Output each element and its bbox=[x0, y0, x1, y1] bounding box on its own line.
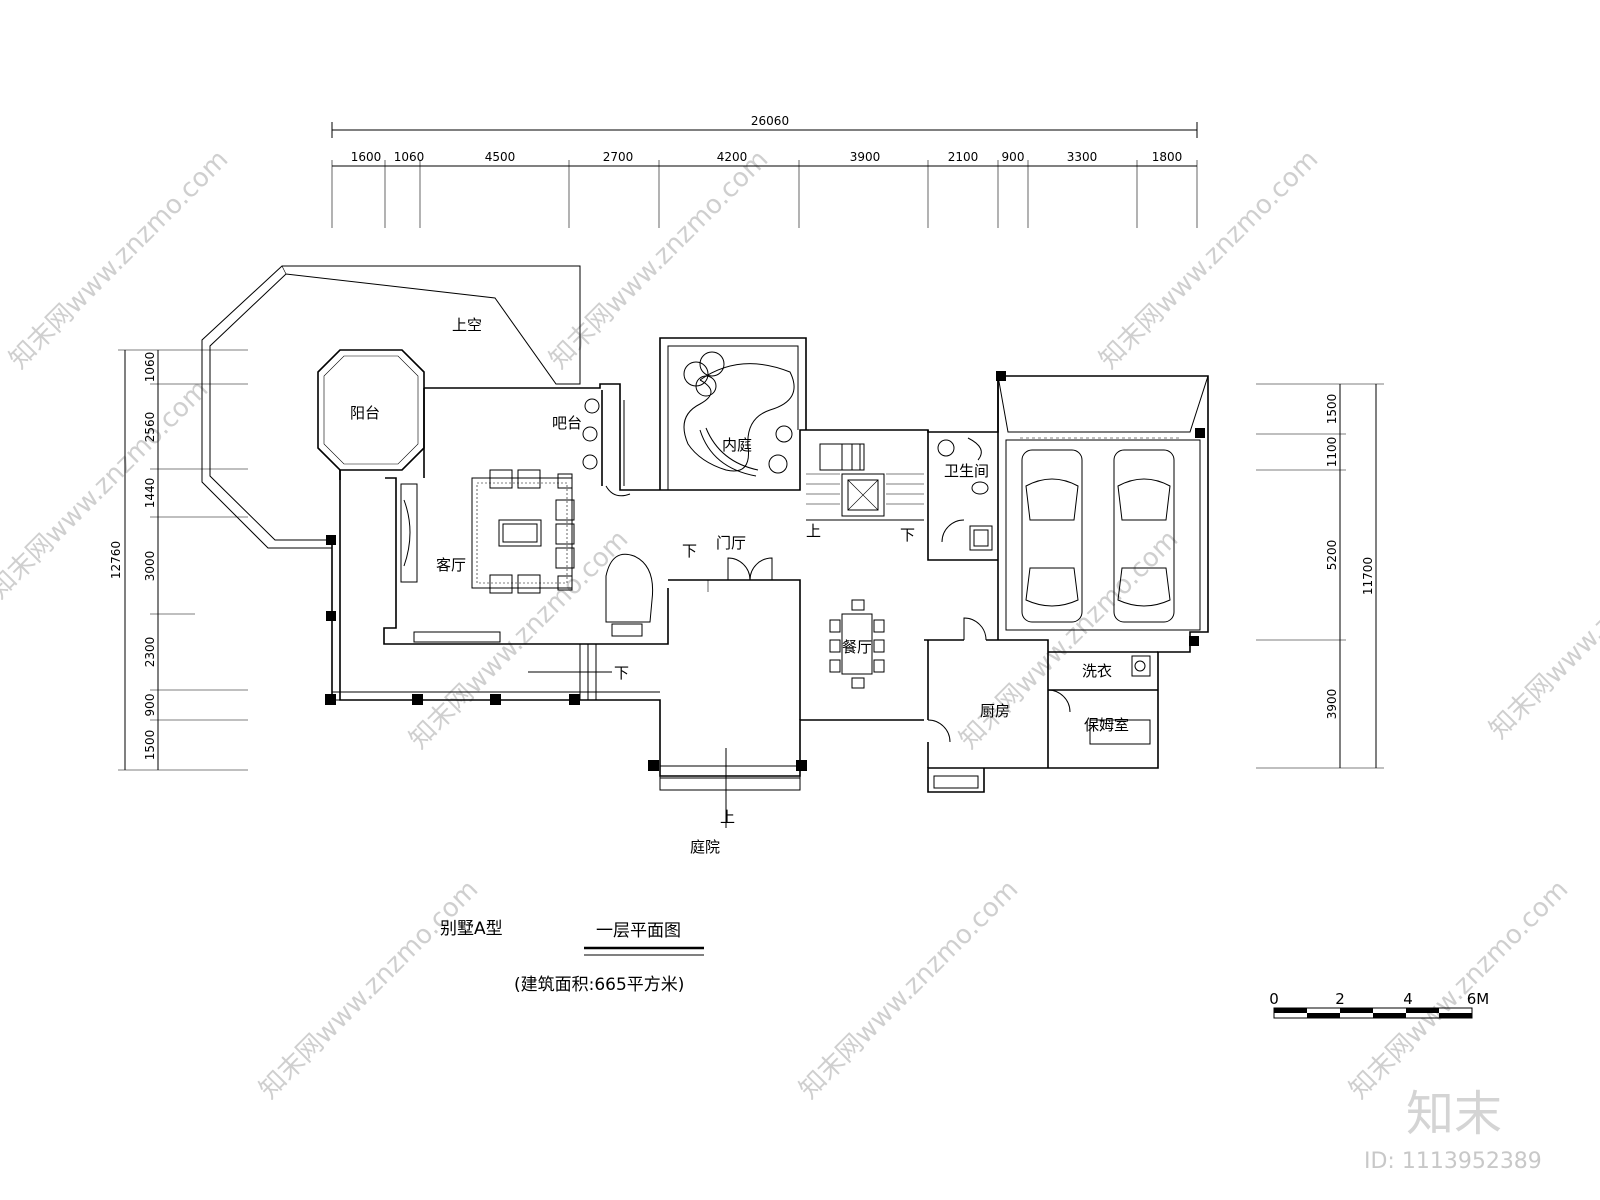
watermark: 知末网www.znzmo.com bbox=[1344, 874, 1575, 1105]
watermark: 知末网www.znzmo.com bbox=[0, 374, 214, 605]
label-stair-up: 上 bbox=[720, 808, 735, 826]
plan-title: 一层平面图 bbox=[596, 921, 681, 941]
dim-top: 1600 bbox=[351, 150, 382, 164]
label-void: 上空 bbox=[452, 316, 482, 334]
watermark: 知末网www.znzmo.com bbox=[4, 144, 235, 375]
dim-left: 2560 bbox=[143, 412, 157, 443]
dining-set bbox=[829, 599, 885, 689]
label-balcony: 阳台 bbox=[350, 404, 380, 422]
bathroom-fixtures bbox=[937, 437, 993, 551]
label-stair-down: 下 bbox=[614, 664, 629, 682]
scale-label: 0 bbox=[1269, 990, 1279, 1008]
stair-arrows bbox=[528, 671, 727, 828]
dim-left: 1060 bbox=[143, 352, 157, 383]
villa-type-title: 别墅A型 bbox=[440, 919, 503, 939]
dim-left: 1440 bbox=[143, 478, 157, 509]
area-note: (建筑面积:665平方米) bbox=[514, 975, 684, 995]
scale-label: 2 bbox=[1335, 990, 1345, 1008]
service-fixtures bbox=[927, 617, 1151, 789]
top-dimension-chain: 26060 1600 1060 4500 2700 4200 3900 2100… bbox=[331, 114, 1198, 228]
label-bath: 卫生间 bbox=[944, 462, 989, 480]
balcony-octagon bbox=[317, 349, 425, 471]
label-maid: 保姆室 bbox=[1084, 716, 1129, 734]
label-dining: 餐厅 bbox=[842, 638, 872, 656]
label-court: 内庭 bbox=[722, 436, 752, 454]
scale-bar: 0 2 4 6M bbox=[1269, 990, 1490, 1019]
dim-left: 3000 bbox=[143, 551, 157, 582]
dim-top: 3900 bbox=[850, 150, 881, 164]
watermark: 知末网www.znzmo.com bbox=[794, 874, 1025, 1105]
watermark: 知末网www.znzmo.com bbox=[254, 874, 485, 1105]
label-kitchen: 厨房 bbox=[980, 702, 1010, 720]
dim-top: 4500 bbox=[485, 150, 516, 164]
dim-right: 1100 bbox=[1325, 437, 1339, 468]
watermark: 知末网www.znzmo.com bbox=[1094, 144, 1325, 375]
label-bar: 吧台 bbox=[552, 414, 582, 432]
room-labels: 上空 阳台 吧台 客厅 内庭 门厅 卫生间 餐厅 厨房 洗衣 保姆室 庭院 下 … bbox=[350, 316, 1129, 856]
dim-top: 2700 bbox=[603, 150, 634, 164]
dim-right: 1500 bbox=[1325, 394, 1339, 425]
brand-block: 知末 ID: 1113952389 bbox=[1364, 1086, 1542, 1174]
dim-total-right: 11700 bbox=[1361, 557, 1375, 595]
image-id: ID: 1113952389 bbox=[1364, 1149, 1542, 1174]
label-stair-up: 上 bbox=[806, 522, 821, 540]
foyer-elements bbox=[707, 443, 924, 592]
dim-total-left: 12760 bbox=[109, 541, 123, 579]
left-dimension-chain: 12760 1060 2560 1440 3000 2300 900 1500 bbox=[109, 349, 248, 771]
label-living: 客厅 bbox=[436, 556, 466, 574]
brand-logo: 知末 bbox=[1406, 1086, 1502, 1142]
label-foyer: 门厅 bbox=[716, 534, 746, 552]
dim-left: 1500 bbox=[143, 730, 157, 761]
scale-label: 4 bbox=[1403, 990, 1413, 1008]
watermark: 知末网www.znzmo.com bbox=[1484, 514, 1600, 745]
dim-right: 3900 bbox=[1325, 689, 1339, 720]
living-furniture bbox=[400, 398, 654, 643]
label-stair-down: 下 bbox=[682, 542, 697, 560]
label-yard: 庭院 bbox=[690, 838, 720, 856]
label-stair-down: 下 bbox=[900, 526, 915, 544]
dim-right: 5200 bbox=[1325, 540, 1339, 571]
dim-left: 2300 bbox=[143, 637, 157, 668]
upper-void-outline bbox=[201, 265, 581, 549]
dim-top: 1060 bbox=[394, 150, 425, 164]
dim-left: 900 bbox=[143, 694, 157, 717]
drawing-titles: 别墅A型 一层平面图 (建筑面积:665平方米) bbox=[440, 919, 704, 995]
columns bbox=[325, 371, 1205, 771]
right-dimension-chain: 11700 1500 1100 5200 3900 bbox=[1256, 383, 1384, 769]
dim-top: 2100 bbox=[948, 150, 979, 164]
dim-total-top: 26060 bbox=[751, 114, 789, 128]
dim-top: 1800 bbox=[1152, 150, 1183, 164]
courtyard-garden bbox=[683, 351, 795, 477]
scale-label: 6M bbox=[1467, 990, 1490, 1008]
garage-cars bbox=[1020, 437, 1180, 623]
dim-top: 3300 bbox=[1067, 150, 1098, 164]
label-laundry: 洗衣 bbox=[1082, 662, 1112, 680]
dim-top: 4200 bbox=[717, 150, 748, 164]
dim-top: 900 bbox=[1002, 150, 1025, 164]
